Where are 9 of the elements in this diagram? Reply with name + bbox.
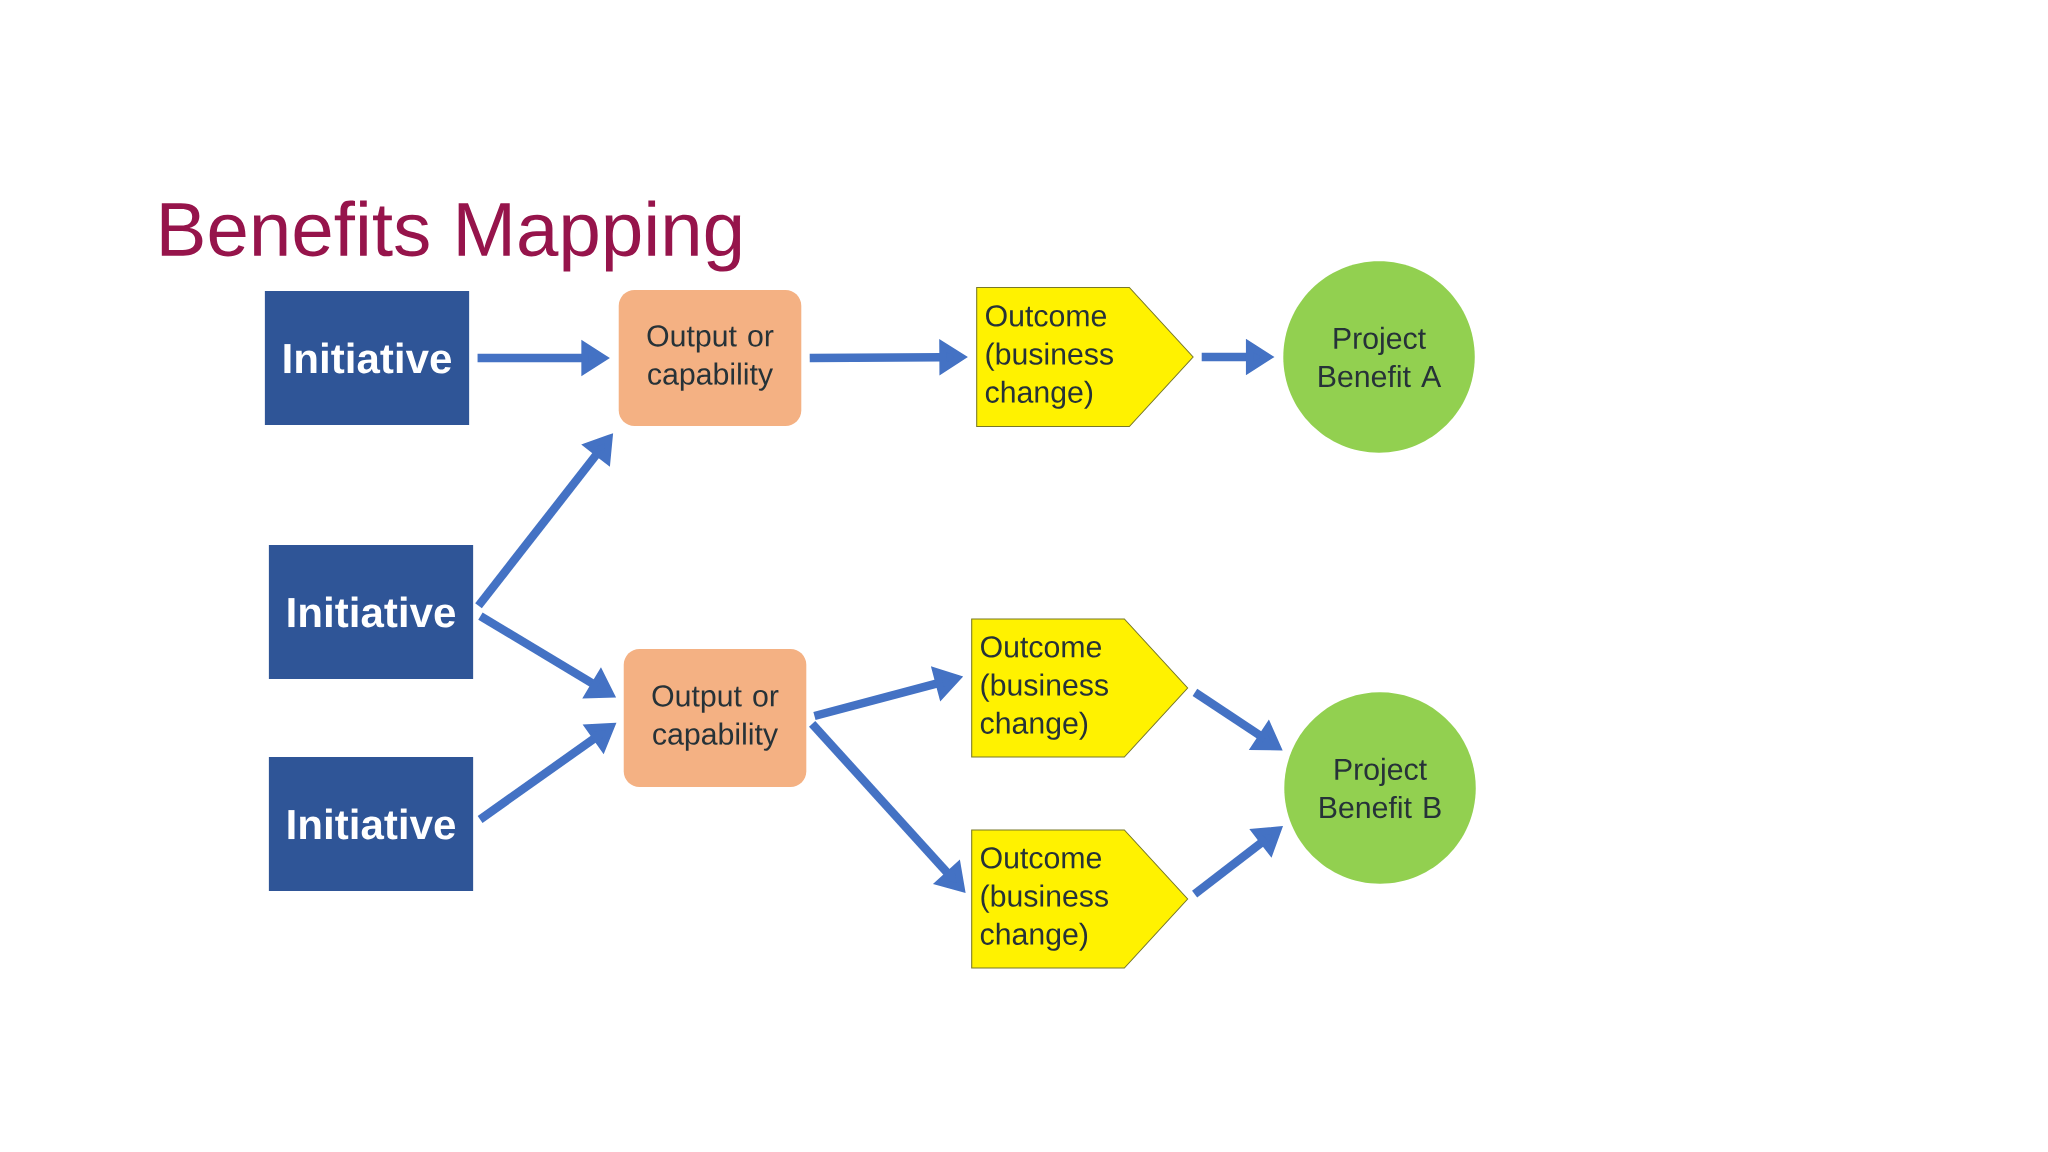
initiative-box: Initiative	[268, 544, 474, 680]
output-box: Output or capability	[623, 648, 807, 788]
initiative-box: Initiative	[268, 756, 474, 892]
outcome-pentagon: Outcome (business change)	[976, 286, 1194, 428]
outcome-pentagon: Outcome (business change)	[971, 618, 1189, 758]
initiative-box: Initiative	[264, 290, 470, 426]
title: Benefits Mapping	[161, 200, 741, 272]
outcome-pentagon: Outcome (business change)	[971, 829, 1189, 969]
output-box: Output or capability	[618, 289, 802, 427]
